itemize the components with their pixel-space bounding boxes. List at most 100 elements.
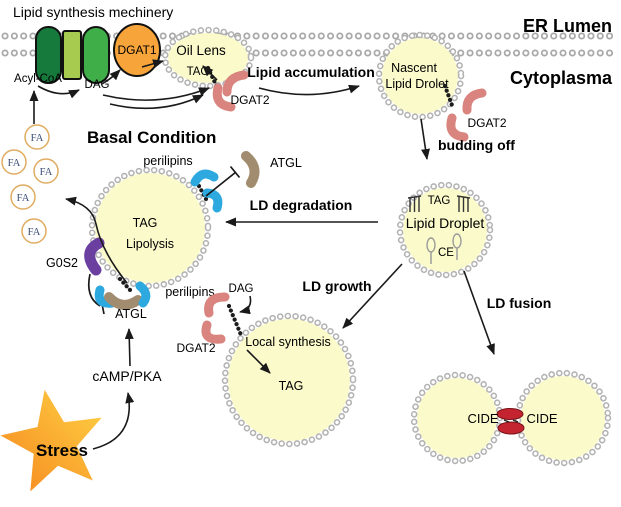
cide-link-icon bbox=[503, 419, 519, 423]
inhibit-perilipins-atgl bbox=[205, 165, 241, 197]
label-atgl-bottom: ATGL bbox=[115, 307, 147, 321]
label-dgat2-oil-lens: DGAT2 bbox=[230, 93, 269, 107]
fusion-droplets: CIDE CIDE bbox=[410, 369, 612, 467]
label-fa: FA bbox=[28, 227, 41, 238]
label-local-synthesis: Local synthesis bbox=[245, 335, 330, 349]
perilipin-protein-icon bbox=[190, 169, 219, 187]
arrow-acylcoa-to-dag bbox=[37, 85, 80, 99]
anchor-beads-icon bbox=[226, 303, 244, 338]
fa-particle: FA bbox=[1, 149, 27, 175]
oil-lens-monolayer-ring-inner bbox=[163, 28, 253, 88]
dgat2-growth-site: DAG DGAT2 bbox=[176, 283, 253, 355]
arrow-lipolysis-to-fa bbox=[65, 196, 128, 284]
growth-droplet-ring-inner bbox=[223, 314, 355, 446]
anchor-beads-icon bbox=[117, 276, 134, 294]
machinery-protein-light-icon bbox=[62, 30, 82, 80]
label-dag-top: DAG bbox=[85, 79, 110, 91]
perilipin-protein-icon bbox=[135, 281, 151, 308]
label-dgat2-nascent: DGAT2 bbox=[467, 116, 506, 130]
g0s2-protein-icon bbox=[84, 237, 105, 276]
oil-lens: Oil Lens TAG bbox=[161, 26, 255, 90]
oil-lens-shape bbox=[168, 33, 248, 83]
label-stress: Stress bbox=[36, 441, 88, 460]
arrow-dgat2-to-oil-lens bbox=[202, 65, 218, 81]
label-dgat1: DGAT1 bbox=[117, 43, 156, 57]
dgat2-protein-icon bbox=[201, 320, 226, 344]
label-oil-lens: Oil Lens bbox=[176, 43, 226, 58]
label-camp-pka: cAMP/PKA bbox=[92, 368, 162, 384]
nascent-droplet-shape bbox=[382, 38, 458, 114]
cholesterol-ester-icon bbox=[452, 233, 462, 260]
lipid-droplet: TAG Lipid Droplet CE bbox=[396, 181, 494, 279]
label-cide-right: CIDE bbox=[526, 411, 557, 426]
nascent-lipid-droplet: Nascent Lipid Drolet bbox=[375, 31, 465, 121]
label-budding-off: budding off bbox=[438, 137, 515, 153]
label-perilipins-bottom: perilipins bbox=[165, 285, 214, 299]
label-nascent-line1: Nascent bbox=[391, 61, 437, 75]
dgat1-protein-icon bbox=[113, 23, 161, 77]
dgat2-oil-lens: DGAT2 bbox=[205, 65, 270, 112]
growth-droplet-shape bbox=[228, 319, 350, 441]
arrow-dag-to-dgat2-growth bbox=[239, 295, 252, 315]
cide-protein-icon bbox=[497, 421, 525, 435]
label-nascent-line2: Lipid Drolet bbox=[385, 77, 449, 91]
machinery-protein-dark-icon bbox=[35, 26, 62, 84]
atgl-protein-icon bbox=[241, 151, 260, 188]
label-lipid-droplet: Lipid Droplet bbox=[406, 215, 485, 231]
fa-particle: FA bbox=[21, 218, 47, 244]
dgat2-protein-icon bbox=[462, 88, 487, 115]
basal-droplet-shape bbox=[95, 173, 205, 283]
lipid-droplet-ring-inner bbox=[398, 183, 492, 277]
cide-protein-icon bbox=[496, 408, 524, 420]
label-ld-growth: LD growth bbox=[302, 278, 371, 294]
label-perilipins-top: perilipins bbox=[143, 154, 192, 168]
label-lipid-accumulation: Lipid accumulation bbox=[247, 64, 375, 80]
fa-particle: FA bbox=[10, 184, 36, 210]
dgat2-protein-icon bbox=[446, 113, 469, 142]
fusion-droplet-right-ring-inner bbox=[516, 371, 610, 465]
label-atgl-top: ATGL bbox=[270, 156, 302, 170]
fusion-droplet-right-shape bbox=[521, 376, 605, 460]
label-lipolysis: Lipolysis bbox=[126, 237, 174, 251]
lipid-droplet-shape bbox=[403, 188, 487, 272]
label-title: Lipid synthesis mechinery bbox=[13, 4, 173, 20]
dgat2-protein-icon bbox=[204, 292, 230, 318]
label-fa: FA bbox=[17, 193, 30, 204]
arrow-dag-to-dgat1 bbox=[101, 69, 121, 85]
tag-molecule-icon bbox=[407, 195, 422, 212]
label-growth-dag: DAG bbox=[229, 283, 254, 295]
arrow-lipid-accumulation bbox=[258, 84, 360, 96]
synthesis-machinery bbox=[35, 26, 110, 84]
arrow-budding-off bbox=[420, 118, 430, 160]
label-fa: FA bbox=[31, 133, 44, 144]
label-er-lumen: ER Lumen bbox=[523, 16, 612, 36]
anchor-beads-icon bbox=[442, 83, 456, 111]
perilipin-atgl-complex-bottom bbox=[94, 276, 151, 310]
stress-star: Stress bbox=[0, 389, 102, 492]
arrow-camp-to-atgl bbox=[124, 328, 134, 367]
arrow-dag-to-dgat2-upper bbox=[102, 87, 210, 101]
fa-particle: FA bbox=[24, 124, 50, 150]
tag-molecule-icon bbox=[456, 195, 471, 212]
label-acyl-coa: Acyl-CoA bbox=[14, 73, 62, 85]
label-ld-degradation: LD degradation bbox=[250, 197, 353, 213]
dgat2-nascent: DGAT2 bbox=[442, 83, 507, 142]
star-icon bbox=[0, 389, 102, 492]
arrow-local-synthesis-to-tag bbox=[246, 349, 271, 374]
label-dgat2-growth: DGAT2 bbox=[176, 341, 215, 355]
label-cide-left: CIDE bbox=[467, 411, 498, 426]
basal-droplet-ring-inner bbox=[90, 168, 210, 288]
basal-droplet: TAG Lipolysis bbox=[88, 166, 212, 290]
fa-particle: FA bbox=[33, 158, 59, 184]
label-ce: CE bbox=[438, 247, 454, 259]
label-growth-tag: TAG bbox=[279, 379, 304, 393]
label-g0s2: G0S2 bbox=[46, 256, 78, 270]
machinery-protein-mid-icon bbox=[82, 26, 110, 84]
dgat2-protein-icon bbox=[212, 83, 236, 112]
fusion-droplet-left-shape bbox=[417, 378, 497, 458]
arrow-stress-to-camp bbox=[92, 392, 135, 450]
cholesterol-ester-icon bbox=[426, 237, 436, 264]
label-ld-fusion: LD fusion bbox=[487, 295, 552, 311]
